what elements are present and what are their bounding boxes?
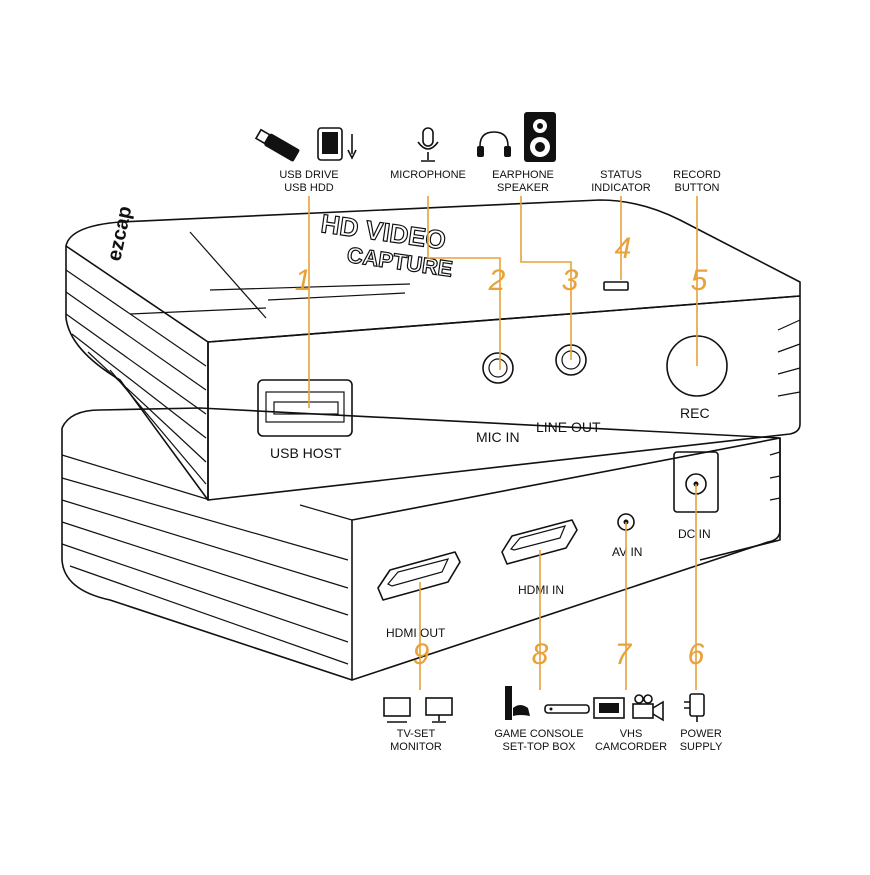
- callout-6-label-line2: SUPPLY: [680, 741, 723, 753]
- lower-unit: [61, 407, 781, 681]
- hdmi-out-port: HDMI OUT: [377, 551, 461, 640]
- callout-5-label-line2: BUTTON: [674, 182, 719, 194]
- callout-number-4: 4: [615, 232, 632, 265]
- usb-hdd-icon: [317, 127, 357, 161]
- callout-number-1: 1: [295, 264, 312, 297]
- callout-8-label-line1: GAME CONSOLE: [494, 728, 583, 740]
- callout-5-label-line1: RECORD: [673, 169, 721, 181]
- callout-1-label-line2: USB HDD: [284, 182, 334, 194]
- callout-number-9: 9: [413, 638, 430, 671]
- callout-number-5: 5: [691, 264, 708, 297]
- usb-host-label: USB HOST: [270, 445, 342, 461]
- callout-9-label-line1: TV-SET: [397, 728, 436, 740]
- callout-number-7: 7: [615, 638, 633, 671]
- callout-6-label-line1: POWER: [680, 728, 722, 740]
- game-console-icon: [505, 686, 530, 720]
- hdmi-in-label: HDMI IN: [518, 583, 564, 597]
- callout-3-label-line2: SPEAKER: [497, 182, 549, 194]
- callout-9-label-line2: MONITOR: [390, 741, 442, 753]
- callout-8-label-line2: SET-TOP BOX: [503, 741, 577, 753]
- tv-icon: [383, 697, 411, 723]
- earphone-icon: [477, 131, 511, 157]
- callout-2-label-line1: MICROPHONE: [390, 169, 466, 181]
- usb-drive-icon: [254, 128, 300, 162]
- callout-7-label-line2: CAMCORDER: [595, 741, 667, 753]
- brand-logo: ezcap: [103, 204, 136, 263]
- callout-1-label-line1: USB DRIVE: [279, 169, 338, 181]
- line-out-label: LINE OUT: [536, 419, 601, 435]
- mic-in-jack: [482, 352, 514, 384]
- hdmi-in-port: HDMI IN: [501, 519, 578, 597]
- microphone-icon: [417, 127, 439, 162]
- rec-label: REC: [680, 405, 710, 421]
- callout-number-8: 8: [532, 638, 549, 671]
- mic-in-label: MIC IN: [476, 429, 520, 445]
- hdmi-out-label: HDMI OUT: [386, 626, 446, 640]
- av-in-jack: AV IN: [612, 513, 642, 559]
- callout-4-label-line1: STATUS: [600, 169, 642, 181]
- camcorder-icon: [632, 694, 664, 722]
- callout-3-label-line1: EARPHONE: [492, 169, 554, 181]
- monitor-icon: [425, 697, 453, 723]
- usb-host-port: USB HOST: [257, 379, 353, 461]
- callout-number-2: 2: [488, 264, 506, 297]
- vhs-tape-icon: [593, 697, 625, 719]
- speaker-icon: [524, 112, 556, 162]
- status-indicator-led: [603, 281, 629, 291]
- power-adapter-icon: [684, 693, 705, 722]
- leader-lines: [308, 196, 698, 690]
- product-title: HD VIDEO CAPTURE: [319, 208, 455, 283]
- callout-number-6: 6: [688, 638, 705, 671]
- callout-number-3: 3: [562, 264, 579, 297]
- callout-7-label-line1: VHS: [620, 728, 643, 740]
- upper-unit: [65, 199, 801, 501]
- set-top-box-icon: [544, 704, 590, 714]
- dc-in-label: DC IN: [678, 527, 711, 541]
- callout-4-label-line2: INDICATOR: [591, 182, 651, 194]
- dc-in-jack: DC IN: [673, 451, 719, 541]
- av-in-label: AV IN: [612, 545, 642, 559]
